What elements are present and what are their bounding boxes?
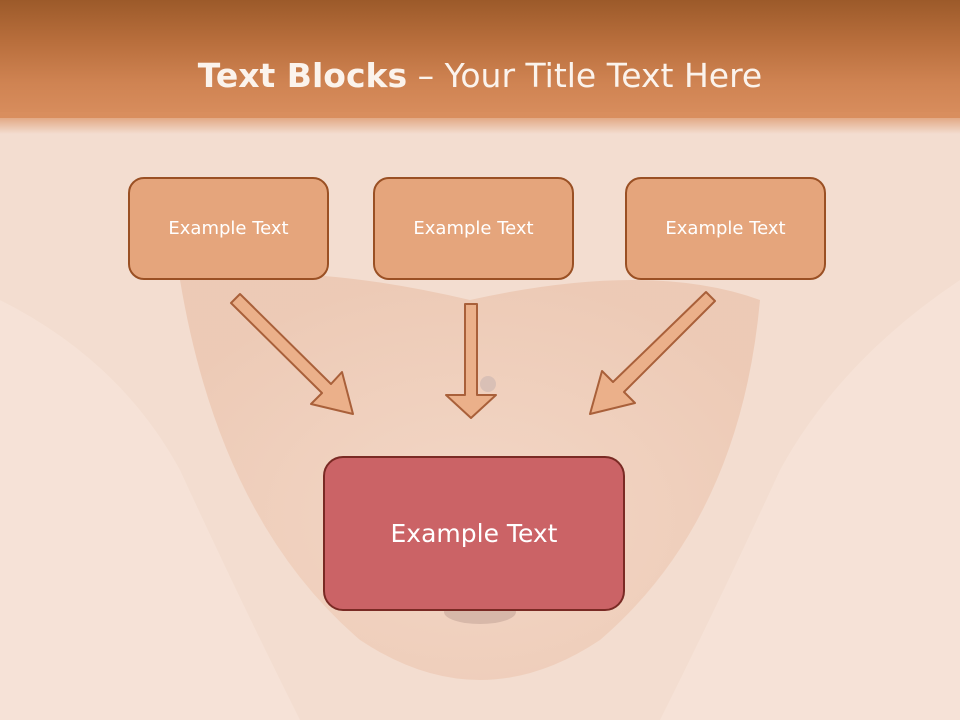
title-bar — [0, 0, 960, 118]
text-block-1[interactable]: Example Text — [128, 177, 329, 280]
title-rest: Your Title Text Here — [444, 56, 763, 95]
text-block-2[interactable]: Example Text — [373, 177, 574, 280]
result-block[interactable]: Example Text — [323, 456, 625, 611]
slide-title: Text Blocks – Your Title Text Here — [0, 54, 960, 98]
text-block-3[interactable]: Example Text — [625, 177, 826, 280]
text-block-3-label: Example Text — [665, 218, 786, 239]
text-block-2-label: Example Text — [413, 218, 534, 239]
title-bar-fade — [0, 112, 960, 134]
title-bold: Text Blocks — [197, 56, 408, 95]
result-block-label: Example Text — [390, 519, 558, 548]
text-block-1-label: Example Text — [168, 218, 289, 239]
title-dash: – — [407, 56, 445, 95]
